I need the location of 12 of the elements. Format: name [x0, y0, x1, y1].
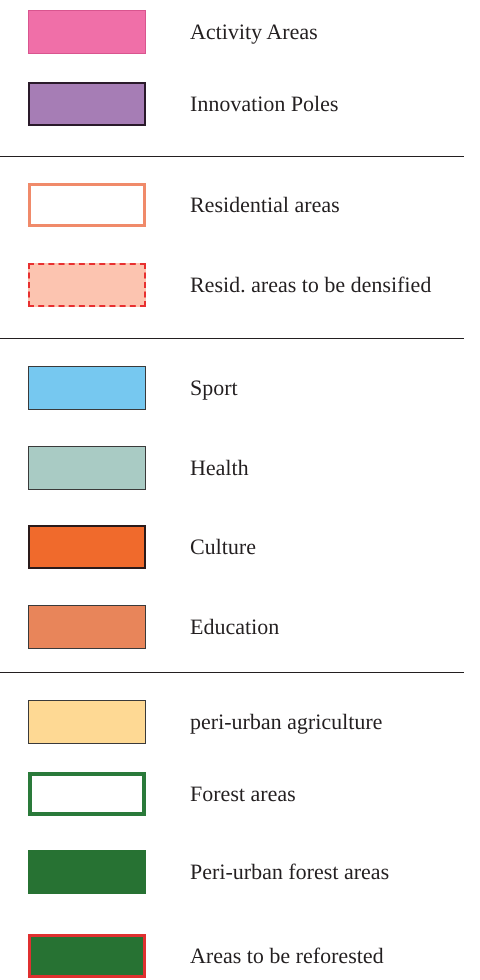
legend-label: Resid. areas to be densified	[190, 272, 432, 298]
legend-label: Residential areas	[190, 192, 340, 218]
legend-label: Sport	[190, 375, 238, 401]
legend-label: Health	[190, 455, 249, 481]
legend-label: Peri-urban forest areas	[190, 859, 390, 885]
legend-label: Forest areas	[190, 781, 296, 807]
legend-label: peri-urban agriculture	[190, 709, 382, 735]
legend-label: Innovation Poles	[190, 91, 338, 117]
legend-label: Culture	[190, 534, 256, 560]
legend-label: Activity Areas	[190, 19, 318, 45]
legend-label: Education	[190, 614, 280, 640]
legend-label: Areas to be reforested	[190, 943, 384, 969]
